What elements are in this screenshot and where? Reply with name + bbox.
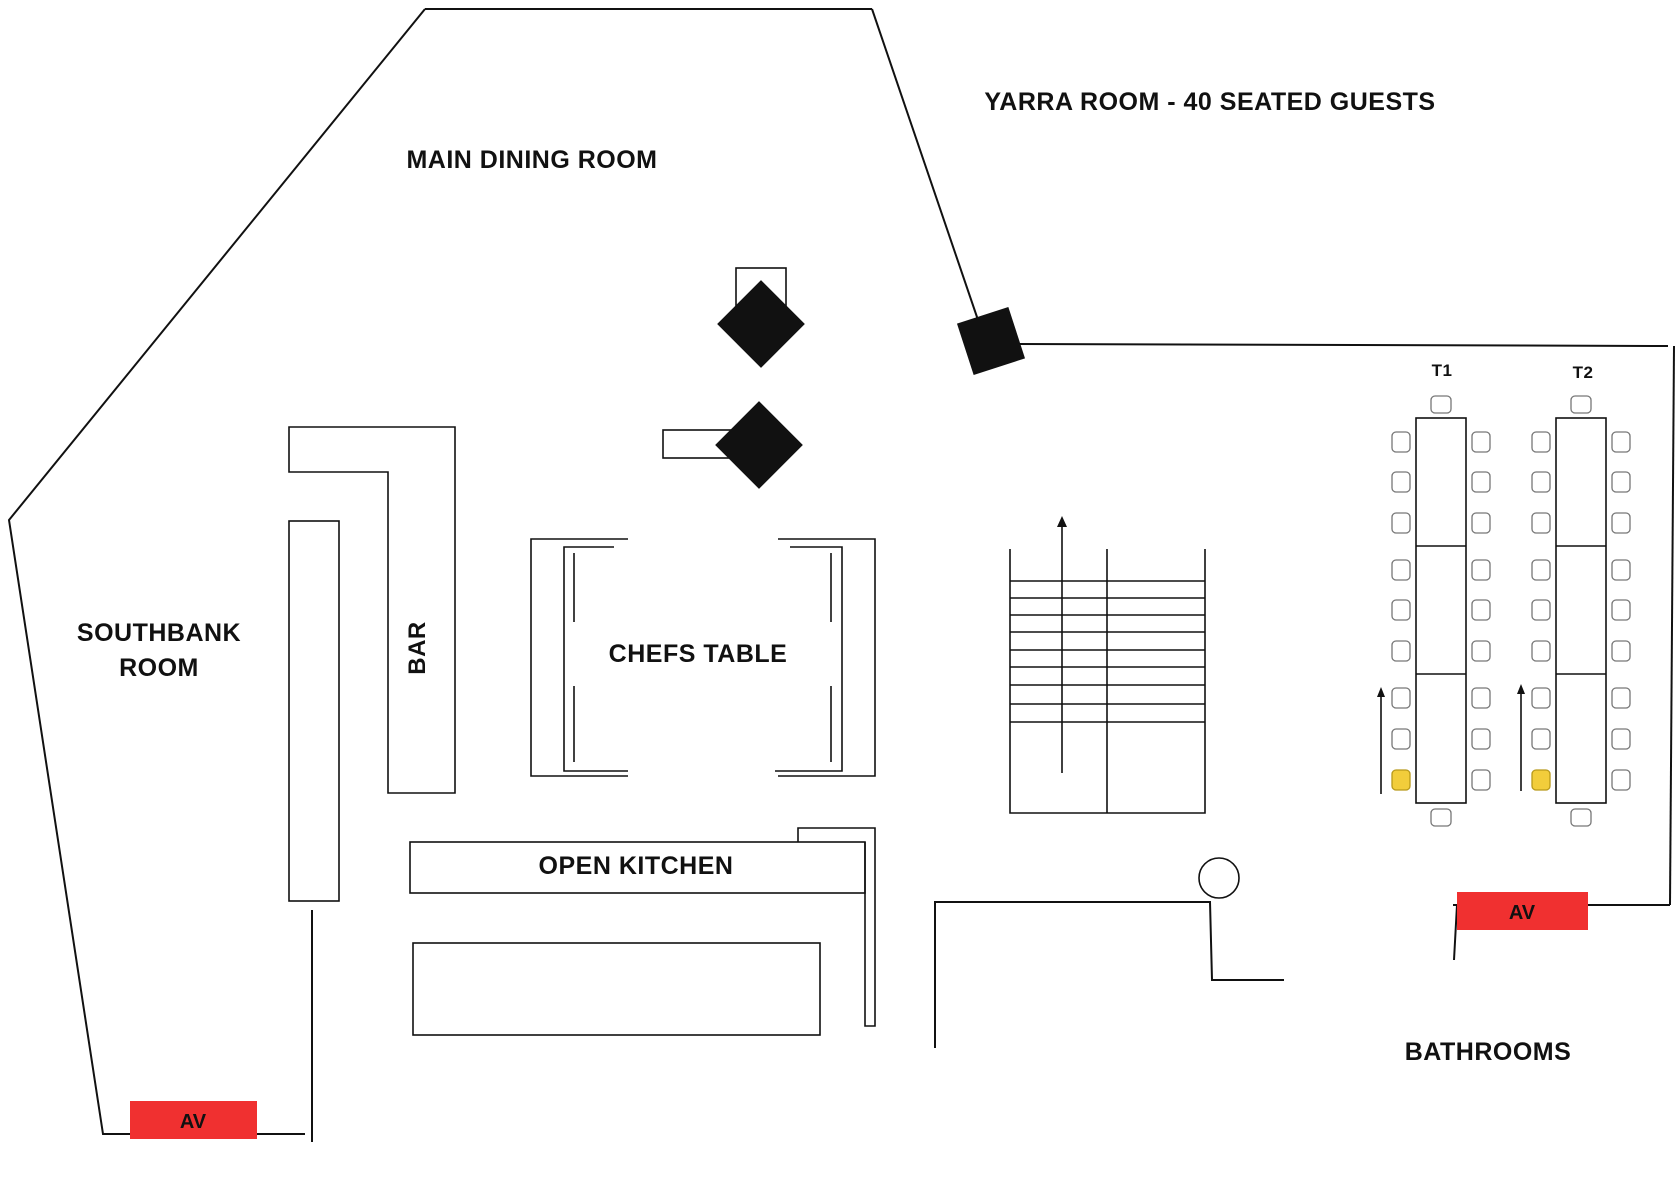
chair-seat [1471,728,1491,750]
bar-label: BAR [404,621,431,675]
av-marker-southbank [130,1101,257,1139]
chair-seat [1531,769,1551,791]
bar-counter [288,426,456,794]
chair-seat [1471,471,1491,493]
chair-seat [1391,687,1411,709]
chair-seat [1611,431,1631,453]
chair-seat [1430,808,1452,827]
chair-seat [1531,728,1551,750]
table-t1-label: T1 [1432,361,1453,380]
chefs-table-left-bench [530,538,628,777]
chair-seat [1391,559,1411,581]
chefs-table-right-bench [775,538,876,777]
chair-seat [1611,728,1631,750]
chair-seat [1391,471,1411,493]
chair-seat [1531,599,1551,621]
chair-seat [1531,640,1551,662]
chair-seat [1531,512,1551,534]
wall-yarra-divider [871,8,979,321]
av-southbank-label: AV [180,1111,207,1133]
chair-seat [1391,640,1411,662]
outer-wall-west [7,8,426,1135]
chair-seat [1471,431,1491,453]
open-kitchen-side-wall [797,827,876,1027]
southbank-counter [288,520,340,902]
kitchen-prep-counter [412,942,821,1036]
table-t2 [1555,417,1607,804]
bathroom-column [1198,857,1240,899]
chair-seat [1471,599,1491,621]
column-yarra [956,306,1026,376]
seat-arrows [1377,684,1525,794]
chair-seat [1391,599,1411,621]
chair-seat [1611,640,1631,662]
chair-seat [1611,512,1631,534]
table-t1 [1415,417,1467,804]
chefs-table-label: CHEFS TABLE [609,640,788,668]
chair-seat [1391,769,1411,791]
chair-seat [1531,559,1551,581]
yarra-av-wall-stub [1453,904,1459,961]
chair-seat [1570,395,1592,414]
column-lower [715,401,803,489]
yarra-east-wall [1669,345,1675,906]
stair-arrow-head [1057,516,1067,527]
chair-seat [1430,395,1452,414]
main-dining-room-label: MAIN DINING ROOM [406,146,657,174]
chair-seat [1531,687,1551,709]
chair-seat [1531,431,1551,453]
chair-seat [1471,559,1491,581]
yarra-north-wall [1016,343,1669,347]
chair-seat [1570,808,1592,827]
chair-seat [1391,512,1411,534]
av-yarra-label: AV [1509,902,1536,924]
chair-seat [1471,640,1491,662]
chair-seat [1611,559,1631,581]
yarra-room-label: YARRA ROOM - 40 SEATED GUESTS [984,88,1435,116]
chair-seat [1611,471,1631,493]
table-t2-label: T2 [1573,363,1594,382]
chair-seat [1531,471,1551,493]
chair-seat [1471,769,1491,791]
open-kitchen-label: OPEN KITCHEN [539,852,734,880]
chair-seat [1611,769,1631,791]
southbank-room-label-line2: ROOM [119,654,199,682]
chair-seat [1391,431,1411,453]
southbank-room-label-line1: SOUTHBANK [77,619,241,647]
chair-seat [1471,512,1491,534]
staircase [1009,516,1206,814]
chair-seat [1471,687,1491,709]
column-upper [717,280,805,368]
chair-seat [1391,728,1411,750]
bathrooms-label: BATHROOMS [1405,1038,1572,1066]
av-marker-yarra [1457,892,1588,930]
chair-seat [1611,687,1631,709]
chair-seat [1611,599,1631,621]
bathroom-wall [934,901,1284,1048]
chairs [1391,395,1631,827]
